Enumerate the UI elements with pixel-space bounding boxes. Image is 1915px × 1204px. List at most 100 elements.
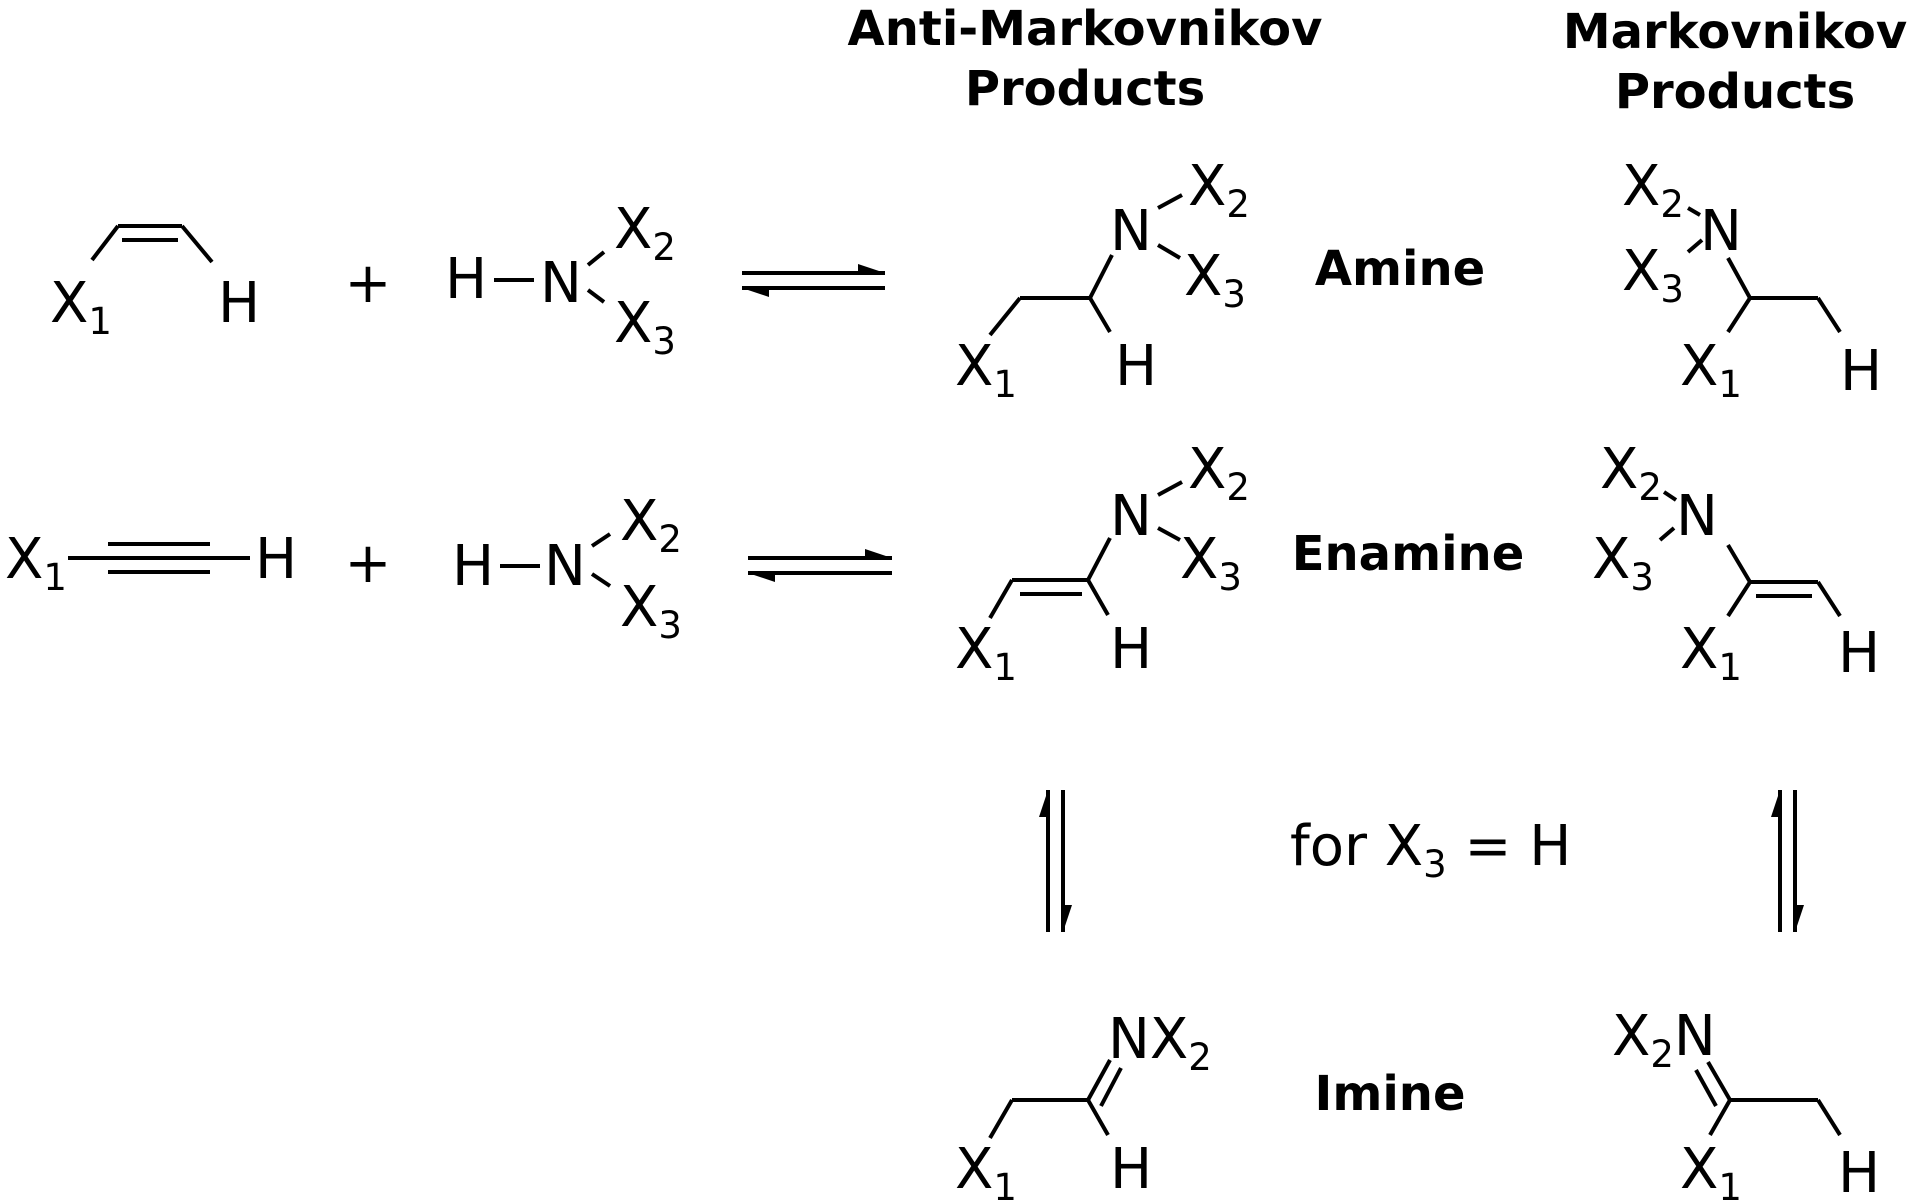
bond (1816, 1098, 1842, 1137)
atom-label: X3 (1180, 527, 1242, 599)
atom-label: X2 (1600, 437, 1662, 509)
alkyne-reactant: X1 H (5, 527, 297, 599)
bond (590, 532, 612, 548)
reverse-arrow-head (748, 573, 775, 582)
atom-label: H (452, 534, 494, 599)
bond (1157, 480, 1183, 497)
atom-label: H (1110, 617, 1152, 682)
atom-label: NX2 (1108, 1007, 1212, 1079)
double-bond-line (1694, 1069, 1718, 1107)
bond (1157, 526, 1181, 542)
atom-label: N (1110, 199, 1152, 264)
forward-arrow-head (1063, 905, 1072, 932)
bond (1726, 580, 1752, 618)
bond (1726, 257, 1752, 299)
bond (1086, 579, 1110, 616)
reverse-arrow-head (1039, 790, 1048, 817)
vertical-equilibrium-arrow (1771, 790, 1804, 932)
bond (586, 250, 606, 267)
header-anti-markovnikov-line2: Products (965, 61, 1205, 117)
bond (1658, 526, 1676, 542)
atom-label: H (1110, 1137, 1152, 1202)
bond (1726, 543, 1752, 584)
anti-markovnikov-amine: X1 H N X2 X3 (955, 154, 1250, 406)
atom-label: N (1700, 199, 1742, 264)
bond (988, 296, 1022, 337)
header-markovnikov-line1: Markovnikov (1563, 4, 1907, 60)
atom-label: X1 (5, 527, 67, 599)
bond (1662, 490, 1678, 502)
atom-label: X1 (50, 271, 112, 343)
bond (180, 224, 214, 264)
anti-markovnikov-imine: X1 H NX2 (955, 1007, 1212, 1204)
forward-arrow-head (865, 549, 892, 558)
header-markovnikov-line2: Products (1615, 64, 1855, 120)
atom-label: X2 (620, 489, 682, 561)
atom-label: N (540, 251, 582, 316)
reverse-arrow-head (1771, 790, 1780, 817)
bond (90, 224, 120, 262)
atom-label: X2N (1612, 1004, 1716, 1076)
bond (1708, 1099, 1732, 1136)
header-anti-markovnikov-line1: Anti-Markovnikov (848, 1, 1323, 57)
atom-label: X2 (1188, 154, 1250, 226)
atom-label: X1 (1680, 617, 1742, 689)
atom-label: N (1676, 484, 1718, 549)
condition-text: for X3 = H (1290, 814, 1571, 886)
bond (1156, 243, 1182, 260)
atom-label: H (1838, 621, 1880, 686)
bond (988, 1098, 1014, 1140)
markovnikov-imine: X2N X1 H (1612, 1004, 1880, 1204)
atom-label: X2 (614, 197, 676, 269)
atom-label: X3 (614, 291, 676, 363)
atom-label: N (1110, 484, 1152, 549)
atom-label: H (255, 527, 297, 592)
atom-label: X2 (1188, 437, 1250, 509)
bond (1726, 296, 1752, 334)
bond (590, 572, 612, 588)
plus-sign: + (345, 251, 392, 316)
bond (1706, 1060, 1732, 1102)
bond (1686, 238, 1704, 254)
atom-label: X3 (1592, 527, 1654, 599)
bond (1816, 580, 1842, 618)
anti-markovnikov-enamine: X1 H N X2 X3 (955, 437, 1250, 689)
atom-label: X1 (1680, 334, 1742, 406)
atom-label: H (1838, 1141, 1880, 1204)
atom-label: X3 (1622, 239, 1684, 311)
label-amine: Amine (1315, 241, 1485, 297)
bond (1088, 296, 1112, 334)
vertical-equilibrium-arrow (1039, 790, 1072, 932)
atom-label: X1 (955, 334, 1017, 406)
atom-label: X1 (955, 1137, 1017, 1204)
bond (1086, 1099, 1110, 1136)
atom-label: H (1840, 339, 1882, 404)
label-imine: Imine (1314, 1066, 1465, 1122)
equilibrium-arrow (748, 549, 892, 582)
forward-arrow-head (858, 264, 885, 273)
amine-reactant: H N X2 X3 (445, 197, 676, 363)
equilibrium-arrow (742, 264, 885, 297)
bond (1686, 206, 1702, 217)
atom-label: H (445, 247, 487, 312)
plus-sign: + (345, 531, 392, 596)
bond (1157, 193, 1183, 210)
atom-label: X2 (1622, 154, 1684, 226)
amine-reactant: H N X2 X3 (452, 489, 682, 647)
forward-arrow-head (1795, 905, 1804, 932)
atom-label: X1 (955, 617, 1017, 689)
double-bond-line (1099, 1067, 1123, 1107)
bond (1086, 1059, 1112, 1101)
atom-label: H (1115, 334, 1157, 399)
bond (1088, 254, 1114, 299)
atom-label: H (218, 271, 260, 336)
bond (586, 288, 606, 304)
bond (988, 578, 1014, 620)
atom-label: N (544, 534, 586, 599)
alkene-reactant: X1 H (50, 224, 260, 343)
markovnikov-enamine: X2 N X3 X1 H (1592, 437, 1880, 689)
reverse-arrow-head (742, 288, 769, 297)
bond (1816, 296, 1842, 334)
